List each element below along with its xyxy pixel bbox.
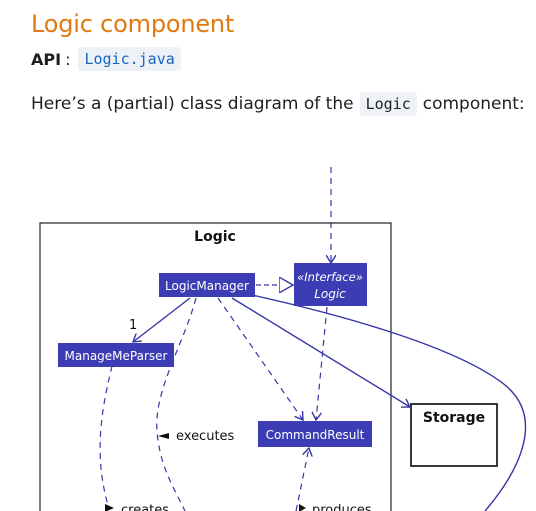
executes-label: executes xyxy=(176,429,235,444)
intro-paragraph: Here’s a (partial) class diagram of the … xyxy=(31,92,525,116)
creates-dependency-line xyxy=(99,365,113,506)
interface-commandresult-arrow xyxy=(316,306,328,420)
creates-direction-icon xyxy=(105,504,114,511)
logic-package-title: Logic xyxy=(194,229,236,245)
model-association-curve xyxy=(242,292,527,511)
parser-association-arrow xyxy=(133,297,191,342)
logic-package-frame xyxy=(39,222,392,511)
storage-label: Storage xyxy=(423,410,485,426)
api-separator: : xyxy=(65,49,71,69)
intro-text-after: component: xyxy=(422,94,525,114)
interface-stereotype: «Interface» xyxy=(297,270,363,284)
logicmanager-class: LogicManager xyxy=(159,273,255,297)
api-label: API xyxy=(31,49,62,69)
executes-direction-icon xyxy=(158,433,169,439)
logicmanager-label: LogicManager xyxy=(165,279,249,293)
api-line: API : Logic.java xyxy=(31,47,181,71)
creates-label: creates xyxy=(121,503,169,511)
interface-name: Logic xyxy=(314,287,346,301)
managemeparser-label: ManageMeParser xyxy=(65,349,168,363)
intro-text-before: Here’s a (partial) class diagram of the xyxy=(31,94,354,114)
commandresult-class: CommandResult xyxy=(258,421,372,447)
managemeparser-class: ManageMeParser xyxy=(58,343,174,367)
storage-box xyxy=(410,403,498,467)
produces-direction-icon xyxy=(299,504,306,511)
logicmanager-commandresult-arrow xyxy=(217,297,303,420)
executes-dependency-line xyxy=(156,297,197,511)
commandresult-label: CommandResult xyxy=(266,428,365,442)
produces-dependency-arrow xyxy=(295,448,309,511)
api-link[interactable]: Logic.java xyxy=(78,47,181,71)
produces-label: produces xyxy=(312,503,372,511)
page-heading: Logic component xyxy=(31,10,235,39)
multiplicity-label: 1 xyxy=(129,318,137,333)
storage-association-arrow xyxy=(231,297,410,407)
logic-interface-class: «Interface» Logic xyxy=(294,263,367,306)
intro-code: Logic xyxy=(359,92,417,116)
